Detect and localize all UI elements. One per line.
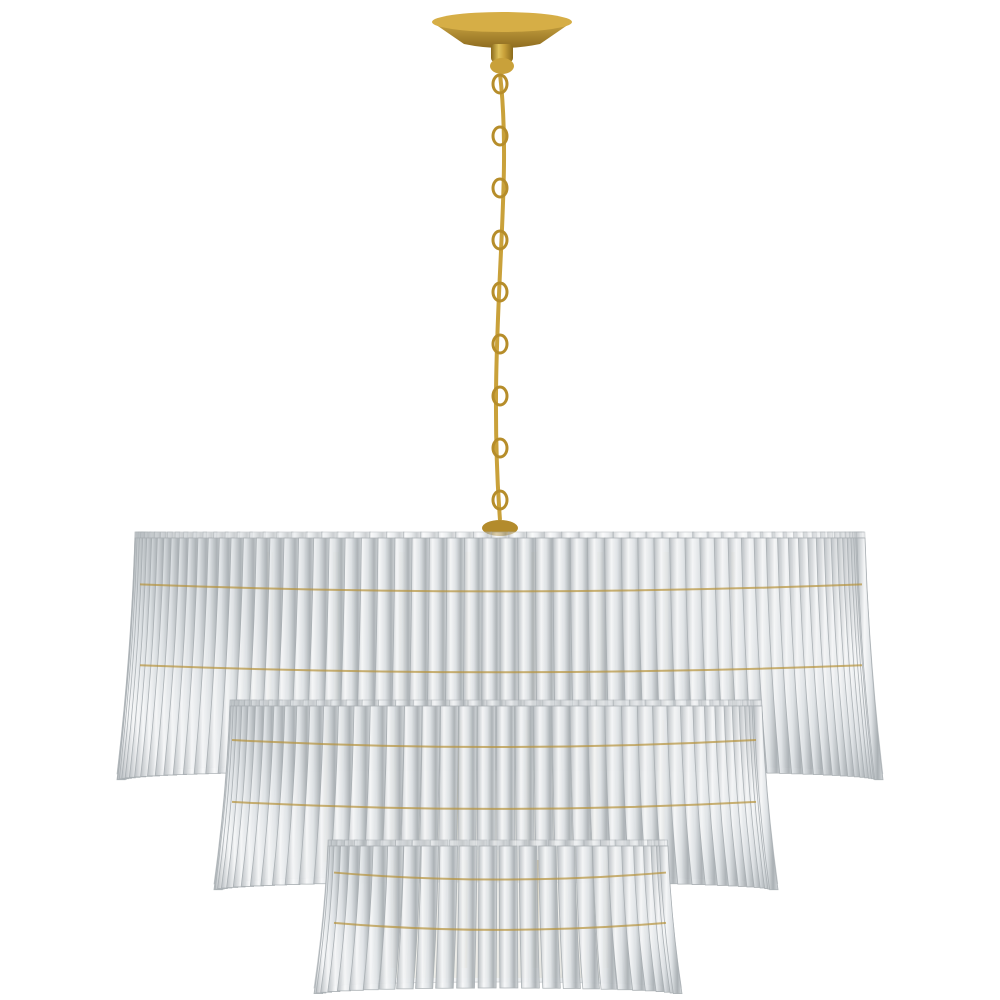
crystal-rod <box>477 845 498 989</box>
crystal-rod <box>498 845 519 989</box>
chain-link <box>491 281 509 303</box>
chain-link <box>491 437 509 459</box>
brass-band <box>231 739 757 749</box>
crystal-rod <box>658 845 683 995</box>
chain-link <box>491 489 509 511</box>
brass-chain <box>482 73 518 536</box>
crystal-rod <box>538 845 561 989</box>
brass-band <box>333 871 667 881</box>
chain-link <box>491 333 509 355</box>
crystal-rod <box>557 845 581 989</box>
crystal-rod <box>378 845 404 990</box>
brass-band <box>231 800 757 810</box>
canopy <box>432 12 572 74</box>
brass-band <box>139 664 863 674</box>
chain-rod <box>493 73 507 521</box>
chain-link <box>491 229 509 251</box>
bottom-tier <box>313 839 683 995</box>
crystal-rod <box>856 537 884 781</box>
chain-link <box>491 177 509 199</box>
chain-link <box>491 385 509 407</box>
crystal-rod <box>456 845 478 989</box>
crystal-rod <box>753 705 779 891</box>
chain-link <box>491 73 509 95</box>
chain-link <box>491 125 509 147</box>
crystal-rod <box>575 845 600 990</box>
brass-band <box>139 583 863 593</box>
crystal-rod <box>396 845 421 990</box>
brass-band <box>333 921 667 931</box>
crystal-rod <box>415 845 439 989</box>
crystal-rod <box>435 845 458 989</box>
crystal-rod <box>518 845 540 989</box>
